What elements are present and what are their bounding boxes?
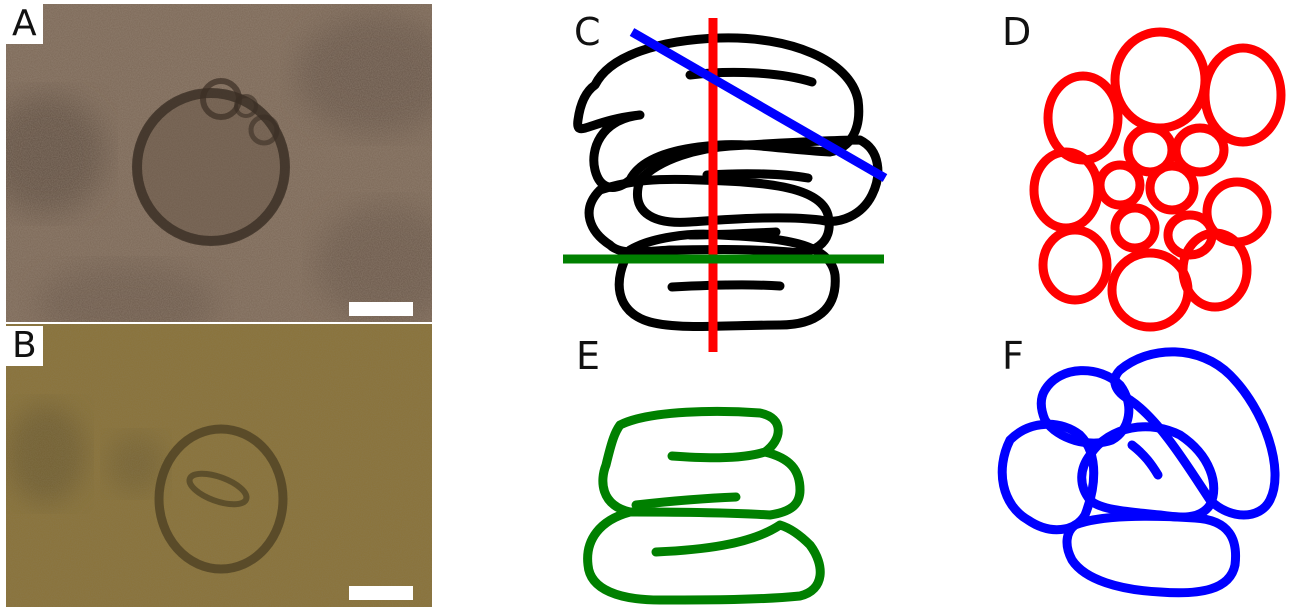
chamber-f-3 (997, 419, 1099, 535)
panel-label-c: C (574, 10, 601, 54)
chamber-d-13 (1163, 210, 1217, 260)
chamber-bottom-inner (667, 280, 785, 292)
schematic-c (555, 10, 895, 360)
chamber-d-6 (1107, 248, 1193, 332)
schematic-d-drawing (1029, 27, 1286, 332)
chamber-top (573, 33, 864, 192)
chamber-e-middle-inner (631, 492, 741, 510)
chamber-middle-inner (702, 169, 813, 183)
panel-label-b: B (6, 326, 43, 366)
chamber-f-inner (1127, 440, 1163, 480)
chamber-e-top (598, 406, 805, 520)
chamber-middle (633, 135, 883, 227)
panel-label-f: F (1002, 334, 1024, 378)
schematic-d (1020, 25, 1290, 335)
micrograph-a: A (6, 4, 432, 322)
chamber-lower (584, 174, 834, 257)
chamber-d-2 (1200, 43, 1286, 147)
panel-label-e: E (576, 334, 601, 378)
scale-bar-b (349, 586, 413, 600)
micrograph-b: B (6, 324, 432, 607)
chamber-bottom (614, 229, 840, 332)
chamber-f-2 (1036, 366, 1134, 448)
panel-label-a: A (6, 4, 43, 44)
chamber-d-10 (1123, 123, 1177, 177)
chamber-d-5 (1038, 225, 1112, 305)
chamber-d-14 (1110, 203, 1160, 253)
chamber-d-12 (1145, 161, 1199, 215)
schematic-e (580, 405, 825, 605)
chamber-d-8 (1202, 177, 1272, 247)
schematic-f-drawing (997, 347, 1280, 598)
chamber-d-1 (1110, 27, 1210, 133)
chamber-f-1 (1110, 347, 1280, 520)
chamber-e-bottom (583, 507, 825, 605)
chamber-d-11 (1095, 160, 1145, 210)
panel-label-d: D (1002, 10, 1032, 54)
section-line-oblique (629, 28, 888, 182)
chamber-f-4 (1077, 422, 1219, 522)
chamber-f-5 (1062, 511, 1241, 598)
chamber-d-3 (1043, 71, 1123, 165)
micrograph-b-image (6, 324, 432, 607)
schematic-c-drawing (563, 18, 888, 352)
micrograph-a-image (6, 4, 432, 322)
schematic-f (995, 342, 1285, 604)
chamber-d-4 (1029, 147, 1103, 233)
scale-bar-a (349, 302, 413, 316)
schematic-e-drawing (583, 406, 825, 605)
